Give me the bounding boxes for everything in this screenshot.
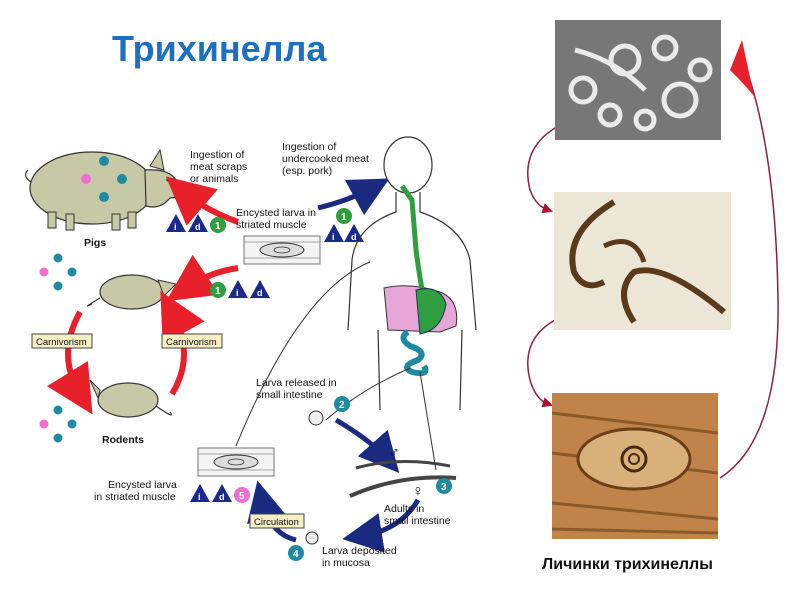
encysted-bottom-line2: in striated muscle — [94, 491, 176, 503]
connector-larva-line — [325, 367, 411, 421]
adults-line2: small intestine — [384, 515, 451, 527]
ingestion-arrow-human — [317, 178, 390, 216]
carnivorism-label-left: Carnivorism — [36, 337, 87, 348]
muscle-cyst-bottom — [197, 447, 275, 477]
svg-text:5: 5 — [239, 491, 245, 502]
carnivorism-arrow-left — [46, 310, 93, 415]
carnivorism-box-right — [161, 333, 223, 349]
ingestion-scraps-line2: meat scraps — [190, 161, 247, 173]
circulation-label: Circulation — [254, 517, 299, 528]
stage-markers-encysted-top: 1 i d — [324, 208, 364, 242]
coiled-larva-icon — [308, 410, 324, 426]
big-red-arrowhead — [730, 40, 754, 96]
encysted-top-line1: Encysted larva in — [236, 207, 316, 219]
ingestion-arrow-rodent — [166, 254, 239, 302]
svg-text:d: d — [219, 492, 225, 502]
svg-text:i: i — [198, 492, 201, 502]
human-body-illustration — [347, 136, 477, 411]
svg-text:i: i — [174, 222, 177, 232]
larva-deposited-line2: in mucosa — [322, 557, 370, 569]
connector-photo3-photo1 — [719, 61, 779, 479]
encysted-bottom-line1: Encysted larva — [108, 479, 177, 491]
svg-text:2: 2 — [339, 400, 345, 411]
ingestion-scraps-line3: or animals — [190, 173, 238, 185]
connector-cyst-line — [235, 261, 371, 447]
rodent-lower-illustration — [89, 379, 172, 418]
male-symbol: ♂ — [388, 445, 400, 462]
adults-line1: Adults in — [384, 503, 424, 515]
photo-sem-larvae — [555, 20, 721, 140]
svg-text:1: 1 — [215, 221, 221, 232]
svg-text:1: 1 — [341, 212, 347, 223]
connector-adult-line — [419, 371, 437, 471]
stage-markers-rodent: 1 i d — [210, 280, 270, 298]
stage-markers-encysted-bottom: i d 5 — [190, 484, 250, 503]
carnivorism-box-left — [31, 333, 93, 349]
photo-encysted-larva — [552, 393, 718, 539]
rodent-lower-mini-cycle — [39, 405, 77, 443]
pigs-label: Pigs — [84, 237, 106, 249]
svg-text:d: d — [351, 232, 357, 242]
stage-markers-pig: i d 1 — [166, 214, 226, 233]
ingestion-meat-line3: (esp. pork) — [282, 165, 332, 177]
cycle-arrow-3-4 — [342, 498, 421, 553]
page-title: Трихинелла — [112, 28, 327, 69]
deposited-larva-icon — [305, 531, 319, 545]
encysted-top-line2: striated muscle — [236, 219, 307, 231]
cycle-arrow-2-3 — [334, 417, 400, 473]
rodents-label: Rodents — [102, 434, 144, 446]
photo-caption: Личинки трихинеллы — [542, 556, 713, 573]
ingestion-meat-line1: Ingestion of — [282, 141, 336, 153]
ingestion-scraps-line1: Ingestion of — [190, 149, 244, 161]
stage-2-marker: 2 — [334, 396, 350, 412]
photo-larvae-microscope — [554, 192, 731, 330]
larva-released-line2: small intestine — [256, 389, 323, 401]
ingestion-meat-line2: undercooked meat — [282, 153, 369, 165]
carnivorism-label-right: Carnivorism — [166, 337, 217, 348]
svg-text:d: d — [195, 222, 201, 232]
stage-4-marker: 4 — [288, 545, 304, 561]
pig-mini-cycle — [81, 156, 127, 202]
carnivorism-arrow-right — [160, 291, 205, 396]
svg-text:4: 4 — [293, 549, 299, 560]
muscle-cyst-top — [243, 235, 321, 265]
larva-deposited-line1: Larva deposited — [322, 545, 397, 557]
rodent-upper-mini-cycle — [39, 253, 77, 291]
svg-text:i: i — [236, 288, 239, 298]
circulation-box — [249, 513, 305, 529]
rodent-upper-illustration — [86, 274, 177, 310]
connector-photo1-photo2 — [527, 127, 556, 214]
stage-3-marker: 3 — [436, 478, 452, 494]
adult-worms-illustration — [349, 460, 457, 498]
svg-text:1: 1 — [215, 286, 221, 297]
female-symbol: ♀ — [412, 483, 424, 500]
svg-text:3: 3 — [441, 482, 447, 493]
connector-photo2-photo3 — [527, 319, 556, 408]
ingestion-arrow-pig — [165, 176, 240, 226]
svg-text:i: i — [332, 232, 335, 242]
svg-text:d: d — [257, 288, 263, 298]
larva-released-line1: Larva released in — [256, 377, 337, 389]
